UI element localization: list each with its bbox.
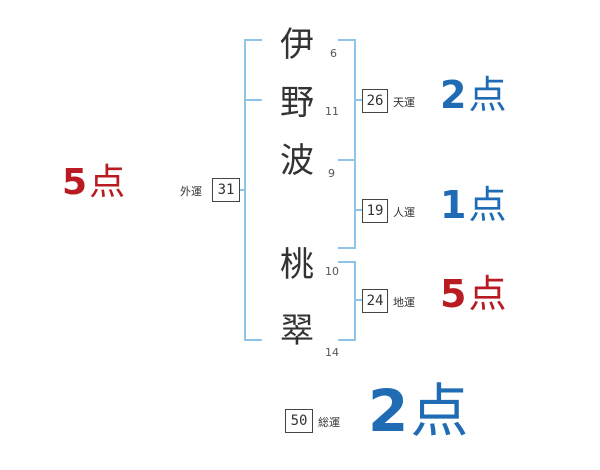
score-number: 2 [368, 377, 411, 445]
jinun-bracket [338, 159, 362, 249]
souun-value-box: 50 [285, 409, 313, 433]
chiun-score: 5点 [440, 275, 508, 313]
score-number: 5 [62, 162, 90, 203]
tenun-label: 天運 [393, 96, 415, 109]
tenun-value-box: 26 [362, 89, 388, 113]
stroke-count: 9 [328, 167, 335, 180]
jinun-label: 人運 [393, 206, 415, 219]
chiun-bracket [338, 261, 362, 341]
stroke-count: 10 [325, 265, 339, 278]
score-number: 1 [440, 183, 469, 227]
score-number: 5 [440, 272, 469, 316]
kanji-char: 翠 [280, 311, 314, 351]
chiun-value-box: 24 [362, 289, 388, 313]
stroke-count: 6 [330, 47, 337, 60]
stroke-count: 11 [325, 105, 339, 118]
kanji-char: 野 [280, 83, 314, 123]
gaiun-value-box: 31 [212, 178, 240, 202]
score-number: 2 [440, 73, 469, 117]
kanji-char: 波 [280, 141, 314, 181]
jinun-value-box: 19 [362, 199, 388, 223]
tenun-bracket [338, 39, 362, 161]
gaiun-score: 5点 [62, 165, 127, 201]
souun-score: 2点 [368, 382, 470, 440]
gaiun-label: 外運 [180, 185, 202, 198]
jinun-score: 1点 [440, 186, 508, 224]
score-unit: 点 [410, 377, 471, 445]
souun-label: 総運 [318, 416, 340, 429]
chiun-label: 地運 [393, 296, 415, 309]
tenun-score: 2点 [440, 76, 508, 114]
score-unit: 点 [468, 183, 509, 227]
score-unit: 点 [89, 162, 128, 203]
stroke-count: 14 [325, 346, 339, 359]
score-unit: 点 [468, 272, 509, 316]
score-unit: 点 [468, 73, 509, 117]
kanji-char: 伊 [280, 25, 314, 65]
kanji-char: 桃 [280, 245, 314, 285]
